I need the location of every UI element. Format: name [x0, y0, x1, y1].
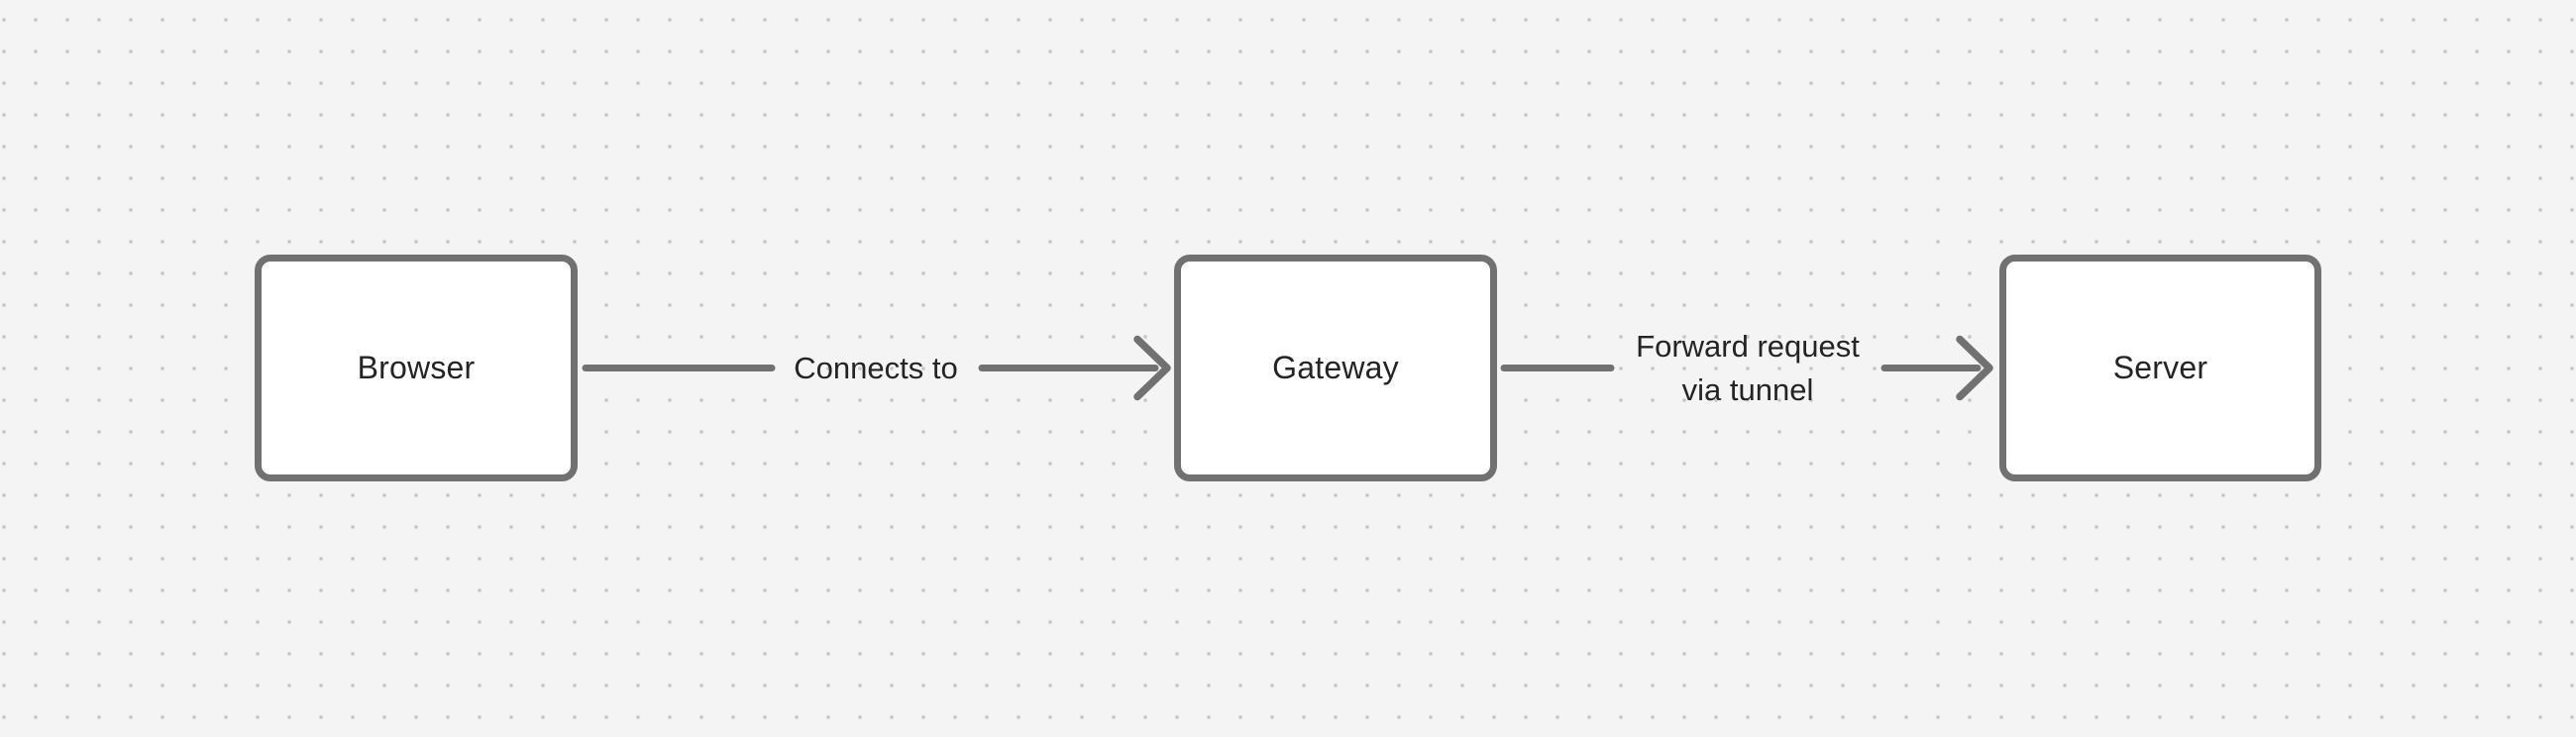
node-browser[interactable]: Browser — [255, 255, 578, 481]
edge-label-connects-to[interactable]: Connects to — [794, 347, 957, 390]
node-browser-label: Browser — [357, 350, 476, 385]
edge-gateway-server[interactable] — [1500, 335, 1993, 401]
node-server[interactable]: Server — [1999, 255, 2321, 481]
arrowhead-icon — [1956, 335, 1993, 401]
edge-label-line: Connects to — [794, 351, 958, 385]
edge-label-line: via tunnel — [1681, 372, 1814, 407]
node-gateway-label: Gateway — [1272, 350, 1399, 385]
arrowhead-icon — [1133, 335, 1171, 401]
edge-label-forward-request[interactable]: Forward request via tunnel — [1636, 325, 1860, 412]
node-gateway[interactable]: Gateway — [1174, 255, 1497, 481]
node-server-label: Server — [2112, 350, 2208, 385]
edge-browser-gateway[interactable] — [582, 335, 1171, 401]
edge-label-line: Forward request — [1636, 329, 1860, 364]
